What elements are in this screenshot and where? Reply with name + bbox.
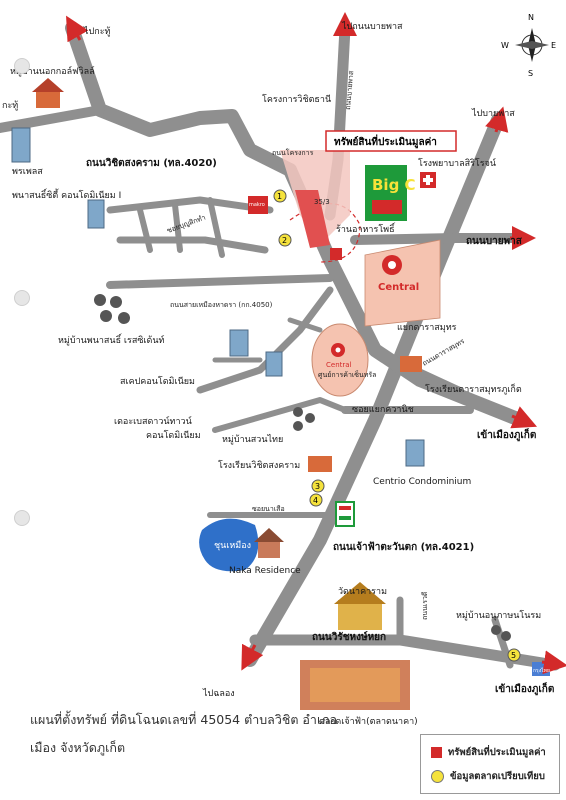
label-yaek-dara: แยกดาราสมุทร <box>397 323 457 333</box>
building-icons <box>11 78 550 710</box>
svg-text:2: 2 <box>282 236 287 245</box>
road-sai-muang <box>106 274 334 289</box>
central-logo: Central <box>378 255 419 293</box>
label-road-dara: ถนนดาราสมุทร <box>421 337 466 368</box>
label-subject-number: 35/3 <box>314 198 330 206</box>
svg-text:5: 5 <box>511 651 516 660</box>
svg-text:Central: Central <box>378 282 419 293</box>
svg-text:4: 4 <box>313 496 318 505</box>
big-c-logo: Big C <box>365 165 416 221</box>
caption-line-2: เมือง จังหวัดภูเก็ต <box>30 740 126 755</box>
legend-subject: ทรัพย์สินที่ประเมินมูลค่า <box>431 745 546 760</box>
label-base-condo-2: คอนโดมิเนียม <box>146 430 201 441</box>
label-road-chao-fa: ถนนเจ้าฟ้าตะวันตก (ทล.4021) <box>333 541 474 553</box>
svg-text:Central: Central <box>326 361 352 369</box>
caption-line-1: แผนที่ตั้งทรัพย์ ที่ดินโฉนดเลขที่ 45054 … <box>30 712 337 727</box>
label-to-kathu: ไปกะทู้ <box>83 26 111 37</box>
svg-text:Big C: Big C <box>372 176 416 194</box>
label-pana-condo: พนาสนธิ์ซิตี้ คอนโดมิเนียม I <box>12 188 121 201</box>
label-soi-yaek-kwan: ซอยแยกควานิช <box>352 404 414 415</box>
label-road-vichit: ถนนวิชิตสงคราม (ทล.4020) <box>86 157 217 169</box>
label-centrio: Centrio Condominium <box>373 477 471 487</box>
direction-arrows <box>66 12 566 675</box>
label-base-condo: เดอะเบสดาวน์ทาวน์ <box>114 415 192 427</box>
label-village-right: หมู่บ้านอนุภาษนโนรม <box>456 610 541 621</box>
svg-text:1: 1 <box>277 192 282 201</box>
label-soi-naya: ซอยนาเสือ <box>252 505 285 513</box>
label-village-top: หมู่บ้านนอกกอล์ฟวิลล์ <box>10 65 95 77</box>
svg-text:S: S <box>528 69 533 78</box>
comparable-markers: 1 2 3 4 5 <box>273 189 521 662</box>
label-road-vichit-2: ถนนวิรัชหงษ์หยก <box>312 631 386 643</box>
marker-3[interactable]: 3 <box>311 479 325 493</box>
legend-comparable-label: ข้อมูลตลาดเปรียบเทียบ <box>450 771 545 782</box>
marker-4[interactable]: 4 <box>309 493 323 507</box>
label-to-bypass-north: ไปถนนบายพาส <box>341 21 403 32</box>
label-hospital: โรงพยาบาลสิริโรจน์ <box>418 157 496 169</box>
label-makro: makro <box>249 202 265 208</box>
label-to-bypass-right: ไปบายพาส <box>471 108 515 119</box>
hospital-icon <box>420 172 436 188</box>
lake <box>199 518 259 572</box>
label-chun-muang: ชุนเหมือง <box>214 540 251 551</box>
label-naka-residence: Naka Residence <box>229 566 301 576</box>
legend-comparable-swatch <box>431 770 444 783</box>
label-road-bypass-vertical: ถนนบายพาส <box>344 70 355 110</box>
central-festival-area <box>311 323 369 397</box>
svg-text:E: E <box>551 41 556 50</box>
svg-text:W: W <box>501 41 509 50</box>
label-road-kong: ถนนโครงการ <box>272 148 314 157</box>
svg-text:N: N <box>528 13 534 22</box>
label-restaurant: ร้านอาหารโพธิ์ <box>336 222 396 235</box>
label-bank: กรุงไทย <box>533 667 550 674</box>
label-school-dara: โรงเรียนดาราสมุทรภูเก็ต <box>425 382 522 395</box>
svg-text:ศูนย์การค้าเซ็นทรัล: ศูนย์การค้าเซ็นทรัล <box>318 370 376 379</box>
label-to-chalong: ไปฉลอง <box>202 688 235 699</box>
label-left-edge: กะทู้ <box>2 100 18 111</box>
legend: ทรัพย์สินที่ประเมินมูลค่า ข้อมูลตลาดเปรี… <box>420 734 560 794</box>
label-road-sai-muang: ถนนสายเหมืองหาดรา (กก.4050) <box>170 301 273 309</box>
marker-1[interactable]: 1 <box>273 189 287 203</box>
road-bypass-horizontal <box>350 233 525 245</box>
label-road-bypass: ถนนบายพาส <box>466 236 523 247</box>
marker-2[interactable]: 2 <box>278 233 292 247</box>
legend-comparable: ข้อมูลตลาดเปรียบเทียบ <box>431 769 545 784</box>
label-to-phuket-bottom: เข้าเมืองภูเก็ต <box>495 681 554 696</box>
subject-callout-label: ทรัพย์สินที่ประเมินมูลค่า <box>334 134 437 149</box>
legend-subject-swatch <box>431 747 442 758</box>
label-wat-naka: วัดนาคาราม <box>338 587 387 597</box>
legend-subject-label: ทรัพย์สินที่ประเมินมูลค่า <box>448 747 546 758</box>
road-network <box>0 21 561 671</box>
label-naka-market: ตลาดเจ้าฟ้า(ตลาดนาคา) <box>319 716 418 727</box>
marker-5[interactable]: 5 <box>507 648 521 662</box>
label-skop-condo: สเคปคอนโดมิเนียม <box>120 376 195 387</box>
svg-text:3: 3 <box>315 482 320 491</box>
label-school-vichit: โรงเรียนวิชิตสงคราม <box>218 460 300 471</box>
label-pana-residence: หมู่บ้านพนาสนธิ์ เรสซิเด้นท์ <box>58 333 165 346</box>
label-suan-thai: หมู่บ้านสวนไทย <box>222 434 283 445</box>
subject-callout-box <box>325 130 457 152</box>
road-left-edge <box>0 105 105 133</box>
subject-highlight <box>295 190 330 248</box>
road-vichit-songkram <box>65 21 297 177</box>
label-project-vichit: โครงการวิชิตธานี <box>262 94 331 105</box>
compass-rose: N S E W <box>501 13 556 78</box>
label-to-phuket-mid: เข้าเมืองภูเก็ต <box>477 427 536 442</box>
label-soi-pho: ซอยบุญสิกทำ <box>166 213 207 234</box>
road-chao-fa-west <box>243 113 505 667</box>
label-presage: พรเพลส <box>12 167 43 177</box>
label-road-vertical-right: ถนนเรวดี <box>421 592 429 620</box>
